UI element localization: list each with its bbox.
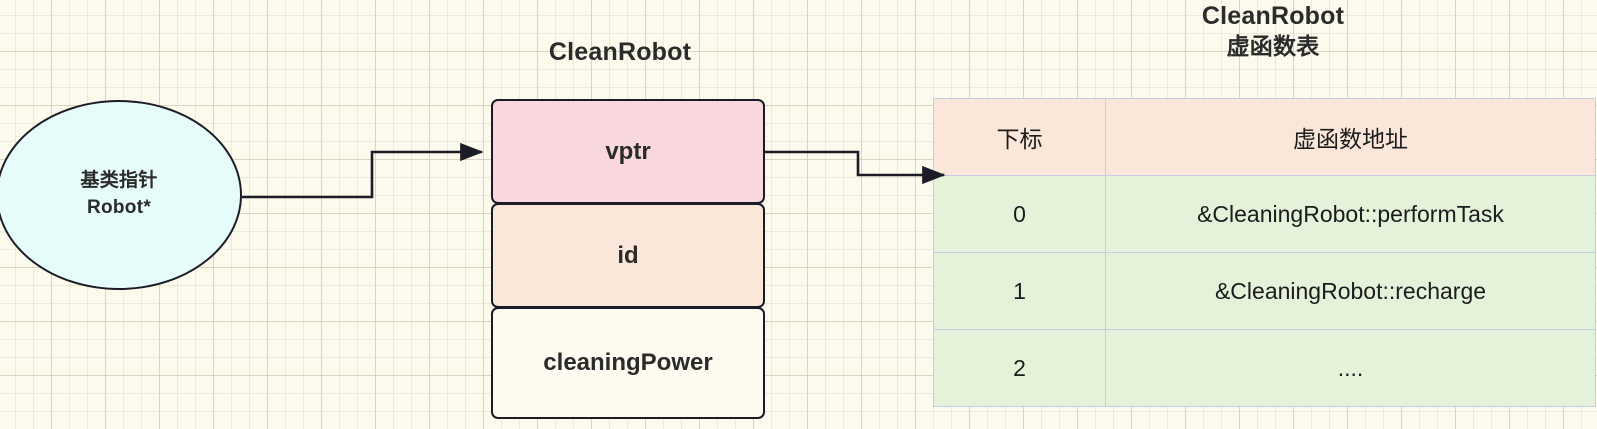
vtable: 下标 虚函数地址 0 &CleaningRobot::performTask 1… (933, 98, 1596, 407)
vtable-header-row: 下标 虚函数地址 (933, 98, 1596, 176)
object-field-id[interactable]: id (491, 203, 765, 308)
vtable-cell-index: 1 (933, 252, 1106, 330)
vtable-title-line2: 虚函数表 (1226, 32, 1320, 59)
base-pointer-node[interactable]: 基类指针 Robot* (0, 100, 242, 290)
arrow-vptr-to-vtable (765, 150, 946, 185)
vtable-cell-address: .... (1105, 329, 1596, 407)
vtable-cell-index: 0 (933, 175, 1106, 253)
vtable-header-index: 下标 (933, 98, 1106, 176)
vtable-header-address: 虚函数地址 (1105, 98, 1596, 176)
base-pointer-label-line1: 基类指针 (80, 170, 158, 192)
vtable-cell-address: &CleaningRobot::performTask (1105, 175, 1596, 253)
vtable-title: CleanRobot 虚函数表 (1073, 2, 1473, 60)
object-field-vptr-label: vptr (605, 137, 651, 165)
base-pointer-label-line2: Robot* (86, 197, 152, 218)
vtable-cell-address: &CleaningRobot::recharge (1105, 252, 1596, 330)
table-row[interactable]: 2 .... (933, 329, 1596, 407)
object-field-cleaningpower[interactable]: cleaningPower (491, 307, 765, 419)
object-title: CleanRobot (548, 38, 692, 66)
arrow-pointer-to-vptr (242, 142, 484, 199)
vtable-cell-index: 2 (933, 329, 1106, 407)
vtable-title-line1: CleanRobot (1201, 2, 1345, 30)
table-row[interactable]: 1 &CleaningRobot::recharge (933, 252, 1596, 330)
table-row[interactable]: 0 &CleaningRobot::performTask (933, 175, 1596, 253)
object-field-id-label: id (617, 241, 639, 269)
object-field-vptr[interactable]: vptr (491, 99, 765, 204)
object-field-cleaningpower-label: cleaningPower (543, 349, 713, 376)
